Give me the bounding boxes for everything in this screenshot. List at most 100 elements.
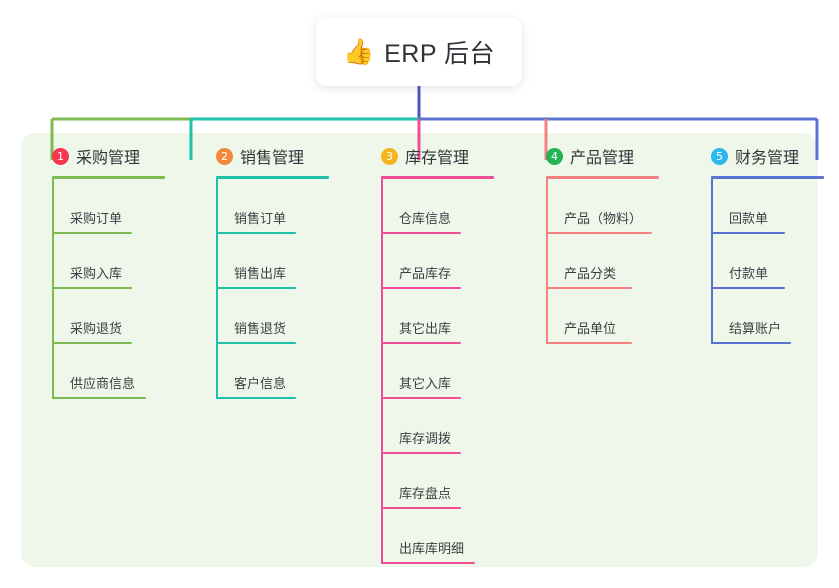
list-item-label: 销售退货 [234, 321, 287, 336]
list-item-rule [52, 287, 132, 289]
diagram-panel [21, 133, 818, 567]
list-item[interactable]: 产品分类 [546, 234, 680, 289]
list-item[interactable]: 产品单位 [546, 289, 680, 344]
column-5: 5 财务管理回款单付款单结算账户 [695, 143, 839, 344]
column-items: 销售订单销售出库销售退货客户信息 [200, 179, 350, 399]
column-badge-2: 2 [216, 147, 233, 165]
list-item[interactable]: 采购入库 [52, 234, 186, 289]
column-items: 回款单付款单结算账户 [695, 179, 839, 344]
list-item-rule [381, 397, 461, 399]
column-header-2[interactable]: 2 销售管理 [200, 143, 350, 169]
column-header-4[interactable]: 4 产品管理 [530, 143, 680, 169]
column-spine [381, 179, 383, 564]
list-item-label: 采购退货 [70, 321, 123, 336]
list-item[interactable]: 销售退货 [216, 289, 350, 344]
list-item[interactable]: 产品库存 [381, 234, 515, 289]
list-item[interactable]: 采购订单 [52, 179, 186, 234]
list-item-label: 结算账户 [729, 321, 782, 336]
list-item-rule [381, 562, 475, 564]
list-item-rule [216, 287, 296, 289]
thumbs-up-icon: 👍 [342, 37, 375, 66]
list-item-rule [52, 397, 146, 399]
column-badge-3: 3 [381, 147, 398, 165]
list-item-rule [52, 232, 132, 234]
list-item-label: 出库库明细 [399, 541, 465, 556]
list-item[interactable]: 回款单 [711, 179, 839, 234]
list-item-rule [546, 287, 632, 289]
list-item[interactable]: 产品（物料） [546, 179, 680, 234]
list-item[interactable]: 采购退货 [52, 289, 186, 344]
column-header-rule [52, 176, 165, 179]
list-item-rule [216, 342, 296, 344]
column-items: 产品（物料） 产品分类产品单位 [530, 179, 680, 344]
list-item-label: 回款单 [729, 211, 769, 226]
column-title: 财务管理 [735, 150, 800, 167]
list-item-rule [381, 452, 461, 454]
list-item[interactable]: 供应商信息 [52, 344, 186, 399]
list-item-label: 库存调拨 [399, 431, 452, 446]
column-3: 3 库存管理仓库信息产品库存其它出库其它入库库存调拨库存盘点出库库明细 [365, 143, 515, 564]
list-item[interactable]: 库存盘点 [381, 454, 515, 509]
list-item-label: 销售订单 [234, 211, 287, 226]
list-item-rule [381, 232, 461, 234]
column-badge-1: 1 [52, 147, 69, 165]
list-item-label: 销售出库 [234, 266, 287, 281]
column-title: 库存管理 [405, 150, 470, 167]
list-item-rule [711, 342, 791, 344]
list-item[interactable]: 销售出库 [216, 234, 350, 289]
column-4: 4 产品管理产品（物料） 产品分类产品单位 [530, 143, 680, 344]
list-item[interactable]: 仓库信息 [381, 179, 515, 234]
list-item-rule [52, 342, 132, 344]
column-header-rule [381, 176, 494, 179]
list-item[interactable]: 结算账户 [711, 289, 839, 344]
list-item-label: 供应商信息 [70, 376, 136, 391]
list-item-rule [216, 232, 296, 234]
root-node-card[interactable]: 👍 ERP 后台 [316, 18, 522, 86]
column-spine [546, 179, 548, 344]
column-title: 销售管理 [240, 150, 305, 167]
list-item-rule [381, 287, 461, 289]
column-header-1[interactable]: 1 采购管理 [36, 143, 186, 169]
column-title: 产品管理 [570, 150, 635, 167]
list-item-label: 付款单 [729, 266, 769, 281]
column-badge-5: 5 [711, 147, 728, 165]
list-item-rule [546, 232, 652, 234]
column-spine [216, 179, 218, 399]
list-item[interactable]: 销售订单 [216, 179, 350, 234]
list-item-label: 仓库信息 [399, 211, 452, 226]
column-header-rule [546, 176, 659, 179]
column-header-5[interactable]: 5 财务管理 [695, 143, 839, 169]
list-item-label: 客户信息 [234, 376, 287, 391]
column-title: 采购管理 [76, 150, 141, 167]
list-item[interactable]: 库存调拨 [381, 399, 515, 454]
column-1: 1 采购管理采购订单采购入库采购退货供应商信息 [36, 143, 186, 399]
list-item[interactable]: 付款单 [711, 234, 839, 289]
list-item[interactable]: 其它出库 [381, 289, 515, 344]
column-spine [52, 179, 54, 399]
column-header-3[interactable]: 3 库存管理 [365, 143, 515, 169]
list-item-rule [216, 397, 296, 399]
list-item-rule [381, 507, 461, 509]
list-item-rule [546, 342, 632, 344]
list-item-label: 其它入库 [399, 376, 452, 391]
list-item-label: 采购订单 [70, 211, 123, 226]
list-item[interactable]: 其它入库 [381, 344, 515, 399]
list-item-label: 采购入库 [70, 266, 123, 281]
list-item-rule [711, 232, 785, 234]
column-items: 仓库信息产品库存其它出库其它入库库存调拨库存盘点出库库明细 [365, 179, 515, 564]
list-item-rule [381, 342, 461, 344]
list-item-label: 产品（物料） [564, 211, 643, 226]
column-spine [711, 179, 713, 344]
list-item-label: 产品单位 [564, 321, 617, 336]
column-header-rule [711, 176, 824, 179]
list-item[interactable]: 出库库明细 [381, 509, 515, 564]
column-items: 采购订单采购入库采购退货供应商信息 [36, 179, 186, 399]
column-badge-4: 4 [546, 147, 563, 165]
list-item[interactable]: 客户信息 [216, 344, 350, 399]
list-item-label: 库存盘点 [399, 486, 452, 501]
list-item-rule [711, 287, 785, 289]
list-item-label: 其它出库 [399, 321, 452, 336]
list-item-label: 产品分类 [564, 266, 617, 281]
column-header-rule [216, 176, 329, 179]
